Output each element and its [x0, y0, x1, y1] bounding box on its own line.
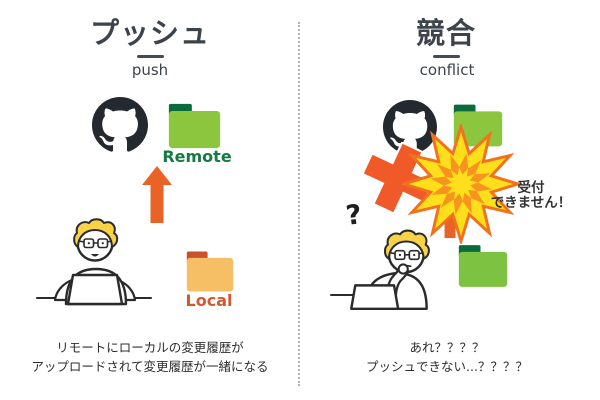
rejection-message: 受付 できません！: [486, 181, 576, 211]
question-mark: ?: [344, 199, 364, 232]
push-panel-title: プッシュ: [89, 16, 210, 50]
conflict-caption-line2: プッシュできない...？？？？: [366, 359, 528, 374]
conflict-title-underline: [433, 55, 460, 58]
push-panel-subtitle: push: [131, 61, 169, 79]
local-folder-icon: [186, 251, 234, 292]
push-caption-line2: アップロードされて変更履歴が一緒になる: [31, 359, 269, 374]
github-icon: [92, 97, 148, 152]
panel-divider: [298, 22, 300, 386]
push-caption: リモートにローカルの変更履歴が アップロードされて変更履歴が一緒になる: [10, 338, 290, 376]
local-folder-icon: [458, 245, 508, 287]
push-title-underline: [137, 55, 164, 58]
rejection-message-line1: 受付: [517, 180, 545, 196]
rejection-message-line2: できません！: [490, 195, 572, 211]
conflict-caption-line1: あれ？？？？: [409, 340, 485, 355]
remote-folder-icon: [168, 103, 221, 149]
conflict-panel-subtitle: conflict: [419, 61, 475, 79]
explosion-burst-icon: [402, 124, 520, 244]
push-caption-line1: リモートにローカルの変更履歴が: [56, 340, 244, 355]
local-label: Local: [185, 291, 233, 310]
conflict-caption: あれ？？？？ プッシュできない...？？？？: [307, 338, 587, 376]
developer-thinking-illustration: [350, 229, 430, 311]
github-icon: [383, 100, 437, 153]
developer-typing-illustration: [53, 218, 137, 306]
remote-label: Remote: [162, 147, 232, 166]
push-arrow-up-icon: [142, 166, 172, 223]
conflict-panel-title: 競合: [415, 16, 476, 50]
